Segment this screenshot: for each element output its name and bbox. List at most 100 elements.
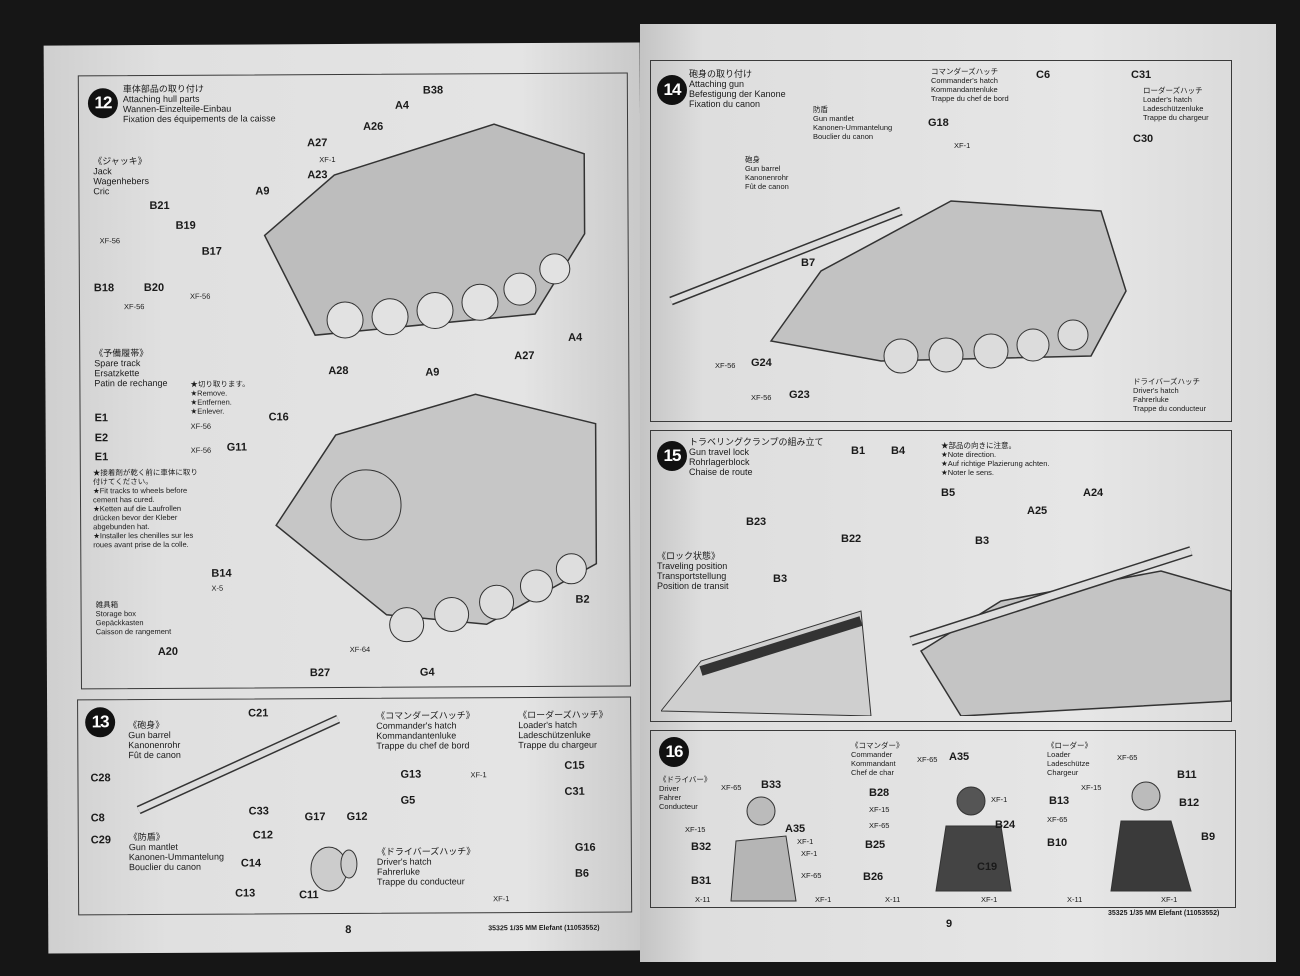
- part-label: C14: [240, 857, 262, 870]
- part-label: B7: [801, 257, 816, 269]
- part-label: E1: [94, 451, 109, 464]
- paint-label: XF-1: [797, 837, 814, 846]
- part-label: B21: [149, 199, 170, 213]
- travel-lock-illustration: [661, 546, 1231, 716]
- paint-label: XF-65: [1117, 753, 1138, 762]
- part-label: A25: [1027, 505, 1048, 517]
- part-label: A27: [514, 350, 535, 363]
- part-label: B17: [201, 245, 222, 258]
- part-label: B3: [773, 573, 788, 585]
- part-label: G4: [419, 666, 435, 679]
- paint-label: X-5: [211, 583, 224, 593]
- gun-barrel-illustration: [136, 714, 358, 892]
- part-label: C6: [1036, 69, 1051, 81]
- part-label: B9: [1201, 831, 1216, 843]
- part-label: B31: [691, 875, 712, 887]
- part-label: B32: [691, 841, 712, 853]
- paint-label: XF-65: [869, 821, 890, 830]
- paint-label: X-11: [885, 895, 901, 904]
- part-label: C31: [564, 785, 585, 798]
- hull-illustration-top: [263, 123, 586, 339]
- crew-figures-illustration: [730, 781, 1192, 902]
- paint-label: XF-65: [917, 755, 938, 764]
- part-label: B14: [211, 567, 232, 580]
- part-label: C33: [248, 805, 269, 818]
- part-label: B27: [309, 667, 331, 680]
- tank-illustration: [669, 200, 1127, 374]
- part-label: G18: [928, 117, 949, 129]
- part-label: B24: [995, 819, 1016, 831]
- page-footer: 35325 1/35 MM Elefant (11053552): [488, 924, 600, 933]
- paint-label: XF-65: [721, 783, 742, 792]
- direction-note: ★部品の向きに注意。★Note direction.★Auf richtige …: [941, 441, 1050, 477]
- part-label: B4: [891, 445, 906, 457]
- page-number: 8: [345, 923, 352, 936]
- part-label: C31: [1131, 69, 1152, 81]
- part-label: C30: [1133, 133, 1154, 145]
- paint-label: XF-65: [1047, 815, 1068, 824]
- paint-label: XF-15: [685, 825, 706, 834]
- paint-label: XF-1: [991, 795, 1008, 804]
- paint-label: XF-15: [869, 805, 890, 814]
- part-label: B1: [851, 445, 866, 457]
- step-number: 15: [657, 441, 687, 471]
- part-label: A9: [255, 185, 270, 198]
- part-label: B38: [422, 84, 444, 97]
- part-label: G24: [751, 357, 772, 369]
- part-label: B10: [1047, 837, 1068, 849]
- paint-label: X-11: [1067, 895, 1083, 904]
- part-label: A27: [307, 137, 328, 150]
- step-number: 12: [87, 88, 119, 119]
- part-label: B22: [841, 533, 862, 545]
- paint-label: XF-1: [319, 155, 336, 165]
- part-label: B18: [93, 282, 115, 295]
- hull-illustration-rear: [275, 393, 598, 643]
- paint-label: XF-1: [954, 141, 971, 150]
- paint-label: XF-1: [801, 849, 818, 858]
- part-label: G11: [226, 441, 247, 454]
- step-number: 14: [657, 75, 687, 105]
- paint-label: XF-1: [470, 770, 487, 780]
- part-label: A23: [307, 169, 328, 182]
- step-number: 16: [659, 737, 689, 767]
- part-label: C15: [564, 759, 585, 772]
- part-label: B20: [143, 281, 165, 295]
- paint-label: XF-1: [815, 895, 832, 904]
- part-label: G13: [400, 768, 422, 781]
- paint-label: XF-56: [715, 361, 736, 370]
- paint-label: XF-56: [99, 236, 121, 246]
- page-number: 9: [946, 918, 953, 930]
- page-footer: 35325 1/35 MM Elefant (11053552): [1108, 910, 1220, 917]
- part-label: B3: [975, 535, 990, 547]
- paint-label: XF-64: [349, 644, 371, 654]
- part-label: B12: [1179, 797, 1200, 809]
- part-label: B23: [746, 516, 767, 528]
- part-label: B2: [575, 593, 590, 606]
- part-label: C13: [235, 887, 256, 900]
- part-label: G16: [574, 841, 596, 854]
- paint-label: XF-15: [1081, 783, 1102, 792]
- part-label: B19: [175, 219, 196, 232]
- paint-label: XF-1: [981, 895, 998, 904]
- part-label: A20: [157, 645, 179, 658]
- paint-label: XF-1: [493, 894, 510, 904]
- part-label: A9: [425, 366, 440, 379]
- part-label: B33: [761, 779, 782, 791]
- part-label: C28: [90, 772, 111, 785]
- part-label: C29: [90, 834, 112, 847]
- part-label: G12: [346, 810, 368, 823]
